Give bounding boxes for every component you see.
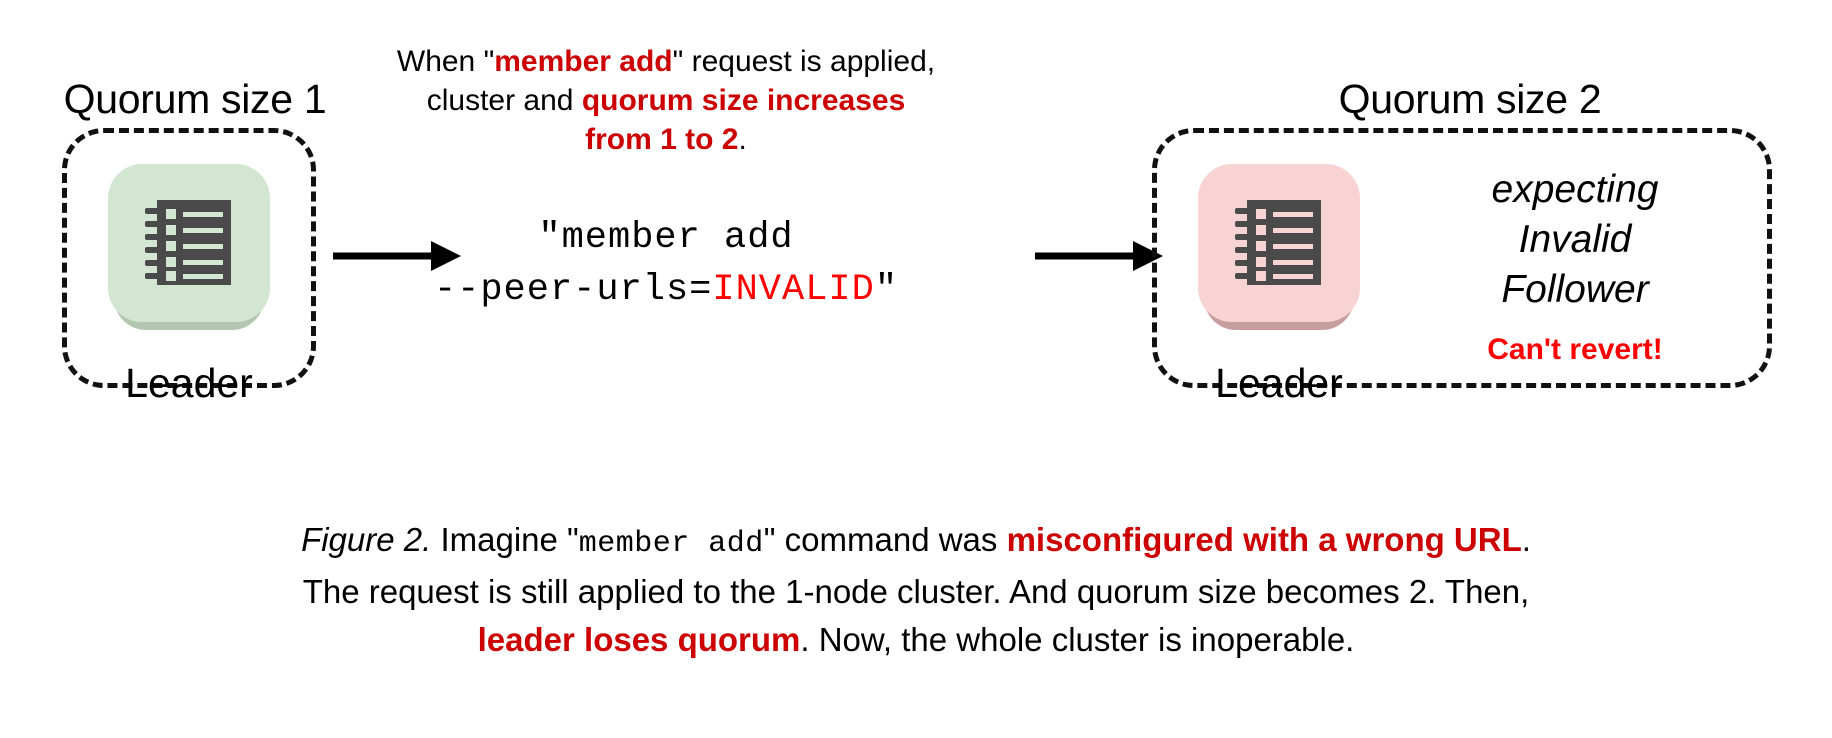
top-annotation-line1: When "member add" request is applied, (356, 42, 976, 81)
caption-l1-c: . (1521, 521, 1531, 558)
figure-caption: Figure 2. Imagine "member add" command w… (0, 516, 1832, 664)
caption-l1-b: " command was (763, 521, 1007, 558)
node-tile-wrapper (108, 164, 270, 336)
caption-l1-a: Imagine " (431, 521, 579, 558)
node-tile-wrapper (1198, 164, 1360, 336)
annot-l1-post: " request is applied, (672, 45, 936, 78)
command-line-2: --peer-urls=INVALID" (426, 264, 906, 316)
status-line-3: Follower (1501, 268, 1649, 311)
caption-l1-red: misconfigured with a wrong URL (1006, 521, 1522, 558)
top-annotation-line2: cluster and quorum size increases (356, 81, 976, 120)
left-node: Leader (108, 164, 270, 407)
right-arrow (1035, 239, 1165, 273)
left-cluster-box (62, 128, 316, 388)
command-invalid-token: INVALID (712, 269, 875, 311)
right-node-label: Leader (1215, 360, 1343, 406)
caption-line-3: leader loses quorum. Now, the whole clus… (0, 616, 1832, 664)
left-arrow (333, 239, 463, 273)
caption-figure-number: Figure 2. (301, 521, 432, 558)
right-node: Leader (1198, 164, 1360, 407)
node-tile (108, 164, 270, 322)
status-line-1: expecting (1491, 168, 1659, 211)
node-ledger-icon (143, 195, 235, 292)
top-annotation-line3: from 1 to 2. (356, 120, 976, 159)
command-line2-post: " (874, 269, 899, 311)
caption-mono-command: member add (578, 527, 764, 561)
command-text: "member add --peer-urls=INVALID" (426, 212, 906, 316)
left-node-label: Leader (125, 360, 253, 406)
caption-line-2: The request is still applied to the 1-no… (302, 573, 1530, 610)
caption-l3-red: leader loses quorum (477, 621, 801, 658)
right-cluster-box (1152, 128, 1772, 388)
command-line-1: "member add (538, 217, 794, 259)
annot-l2-red: quorum size increases (581, 84, 906, 117)
annot-l2-pre: cluster and (426, 84, 582, 117)
top-annotation: When "member add" request is applied, cl… (356, 42, 976, 159)
node-tile (1198, 164, 1360, 322)
right-node-status: expecting Invalid Follower (1410, 165, 1740, 315)
annot-l3-red: from 1 to 2 (585, 123, 739, 156)
cant-revert-alert: Can't revert! (1487, 333, 1663, 366)
annot-l1-pre: When " (396, 45, 495, 78)
command-line2-pre: --peer-urls= (433, 269, 713, 311)
status-line-2: Invalid (1518, 218, 1632, 261)
left-cluster-title: Quorum size 1 (63, 76, 327, 122)
annot-l1-red: member add (494, 45, 673, 78)
caption-l3-post: . Now, the whole cluster is inoperable. (800, 621, 1355, 658)
node-ledger-icon (1233, 195, 1325, 292)
annot-l3-post: . (738, 123, 747, 156)
right-cluster-title: Quorum size 2 (1338, 76, 1602, 122)
caption-line-1: Figure 2. Imagine "member add" command w… (0, 516, 1832, 568)
